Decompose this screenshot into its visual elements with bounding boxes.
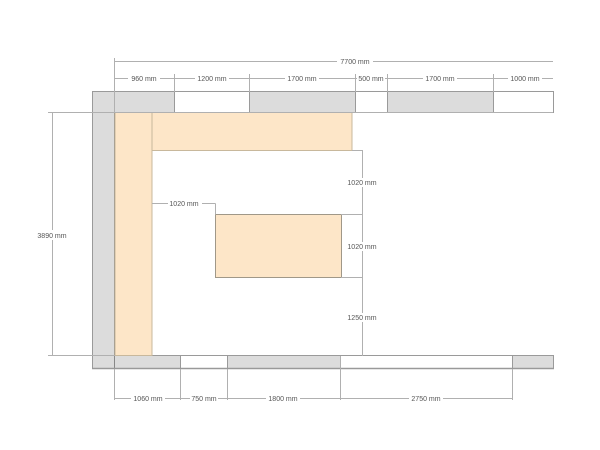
bottom-dim-4: 2750 mm xyxy=(411,396,440,403)
bottom-wall-seg-1 xyxy=(114,355,181,369)
dimension-labels: 7700 mm 960 mm 1200 mm 1700 mm 500 mm 17… xyxy=(36,57,542,403)
top-dim-2: 1200 mm xyxy=(197,76,226,83)
right-dim-2: 1020 mm xyxy=(347,244,376,251)
top-dim-1: 960 mm xyxy=(131,76,156,83)
kitchen-island xyxy=(215,214,342,278)
top-dim-3: 1700 mm xyxy=(287,76,316,83)
total-width-label: 7700 mm xyxy=(340,59,369,66)
bottom-dim-3: 1800 mm xyxy=(268,396,297,403)
walls xyxy=(92,91,554,370)
top-dim-5: 1700 mm xyxy=(425,76,454,83)
bottom-wall-seg-3 xyxy=(512,355,554,369)
top-dim-4: 500 mm xyxy=(358,76,383,83)
bottom-window-2 xyxy=(340,355,513,369)
right-dim-1: 1020 mm xyxy=(347,180,376,187)
bottom-wall-seg-2 xyxy=(227,355,341,369)
top-wall-seg-3 xyxy=(387,91,494,113)
bottom-window-1 xyxy=(180,355,228,369)
top-dim-6: 1000 mm xyxy=(510,76,539,83)
top-window-1 xyxy=(174,91,250,113)
left-wall xyxy=(92,91,115,369)
counters xyxy=(114,112,353,356)
top-wall-seg-1 xyxy=(114,91,175,113)
l-counter-left xyxy=(114,112,153,356)
l-counter-top xyxy=(151,112,353,151)
top-wall-seg-2 xyxy=(249,91,356,113)
bottom-dim-1: 1060 mm xyxy=(133,396,162,403)
top-window-2 xyxy=(355,91,388,113)
right-dim-3: 1250 mm xyxy=(347,315,376,322)
left-height-label: 3890 mm xyxy=(37,233,66,240)
island-offset-label: 1020 mm xyxy=(169,201,198,208)
bottom-dim-2: 750 mm xyxy=(191,396,216,403)
top-window-3 xyxy=(493,91,554,113)
